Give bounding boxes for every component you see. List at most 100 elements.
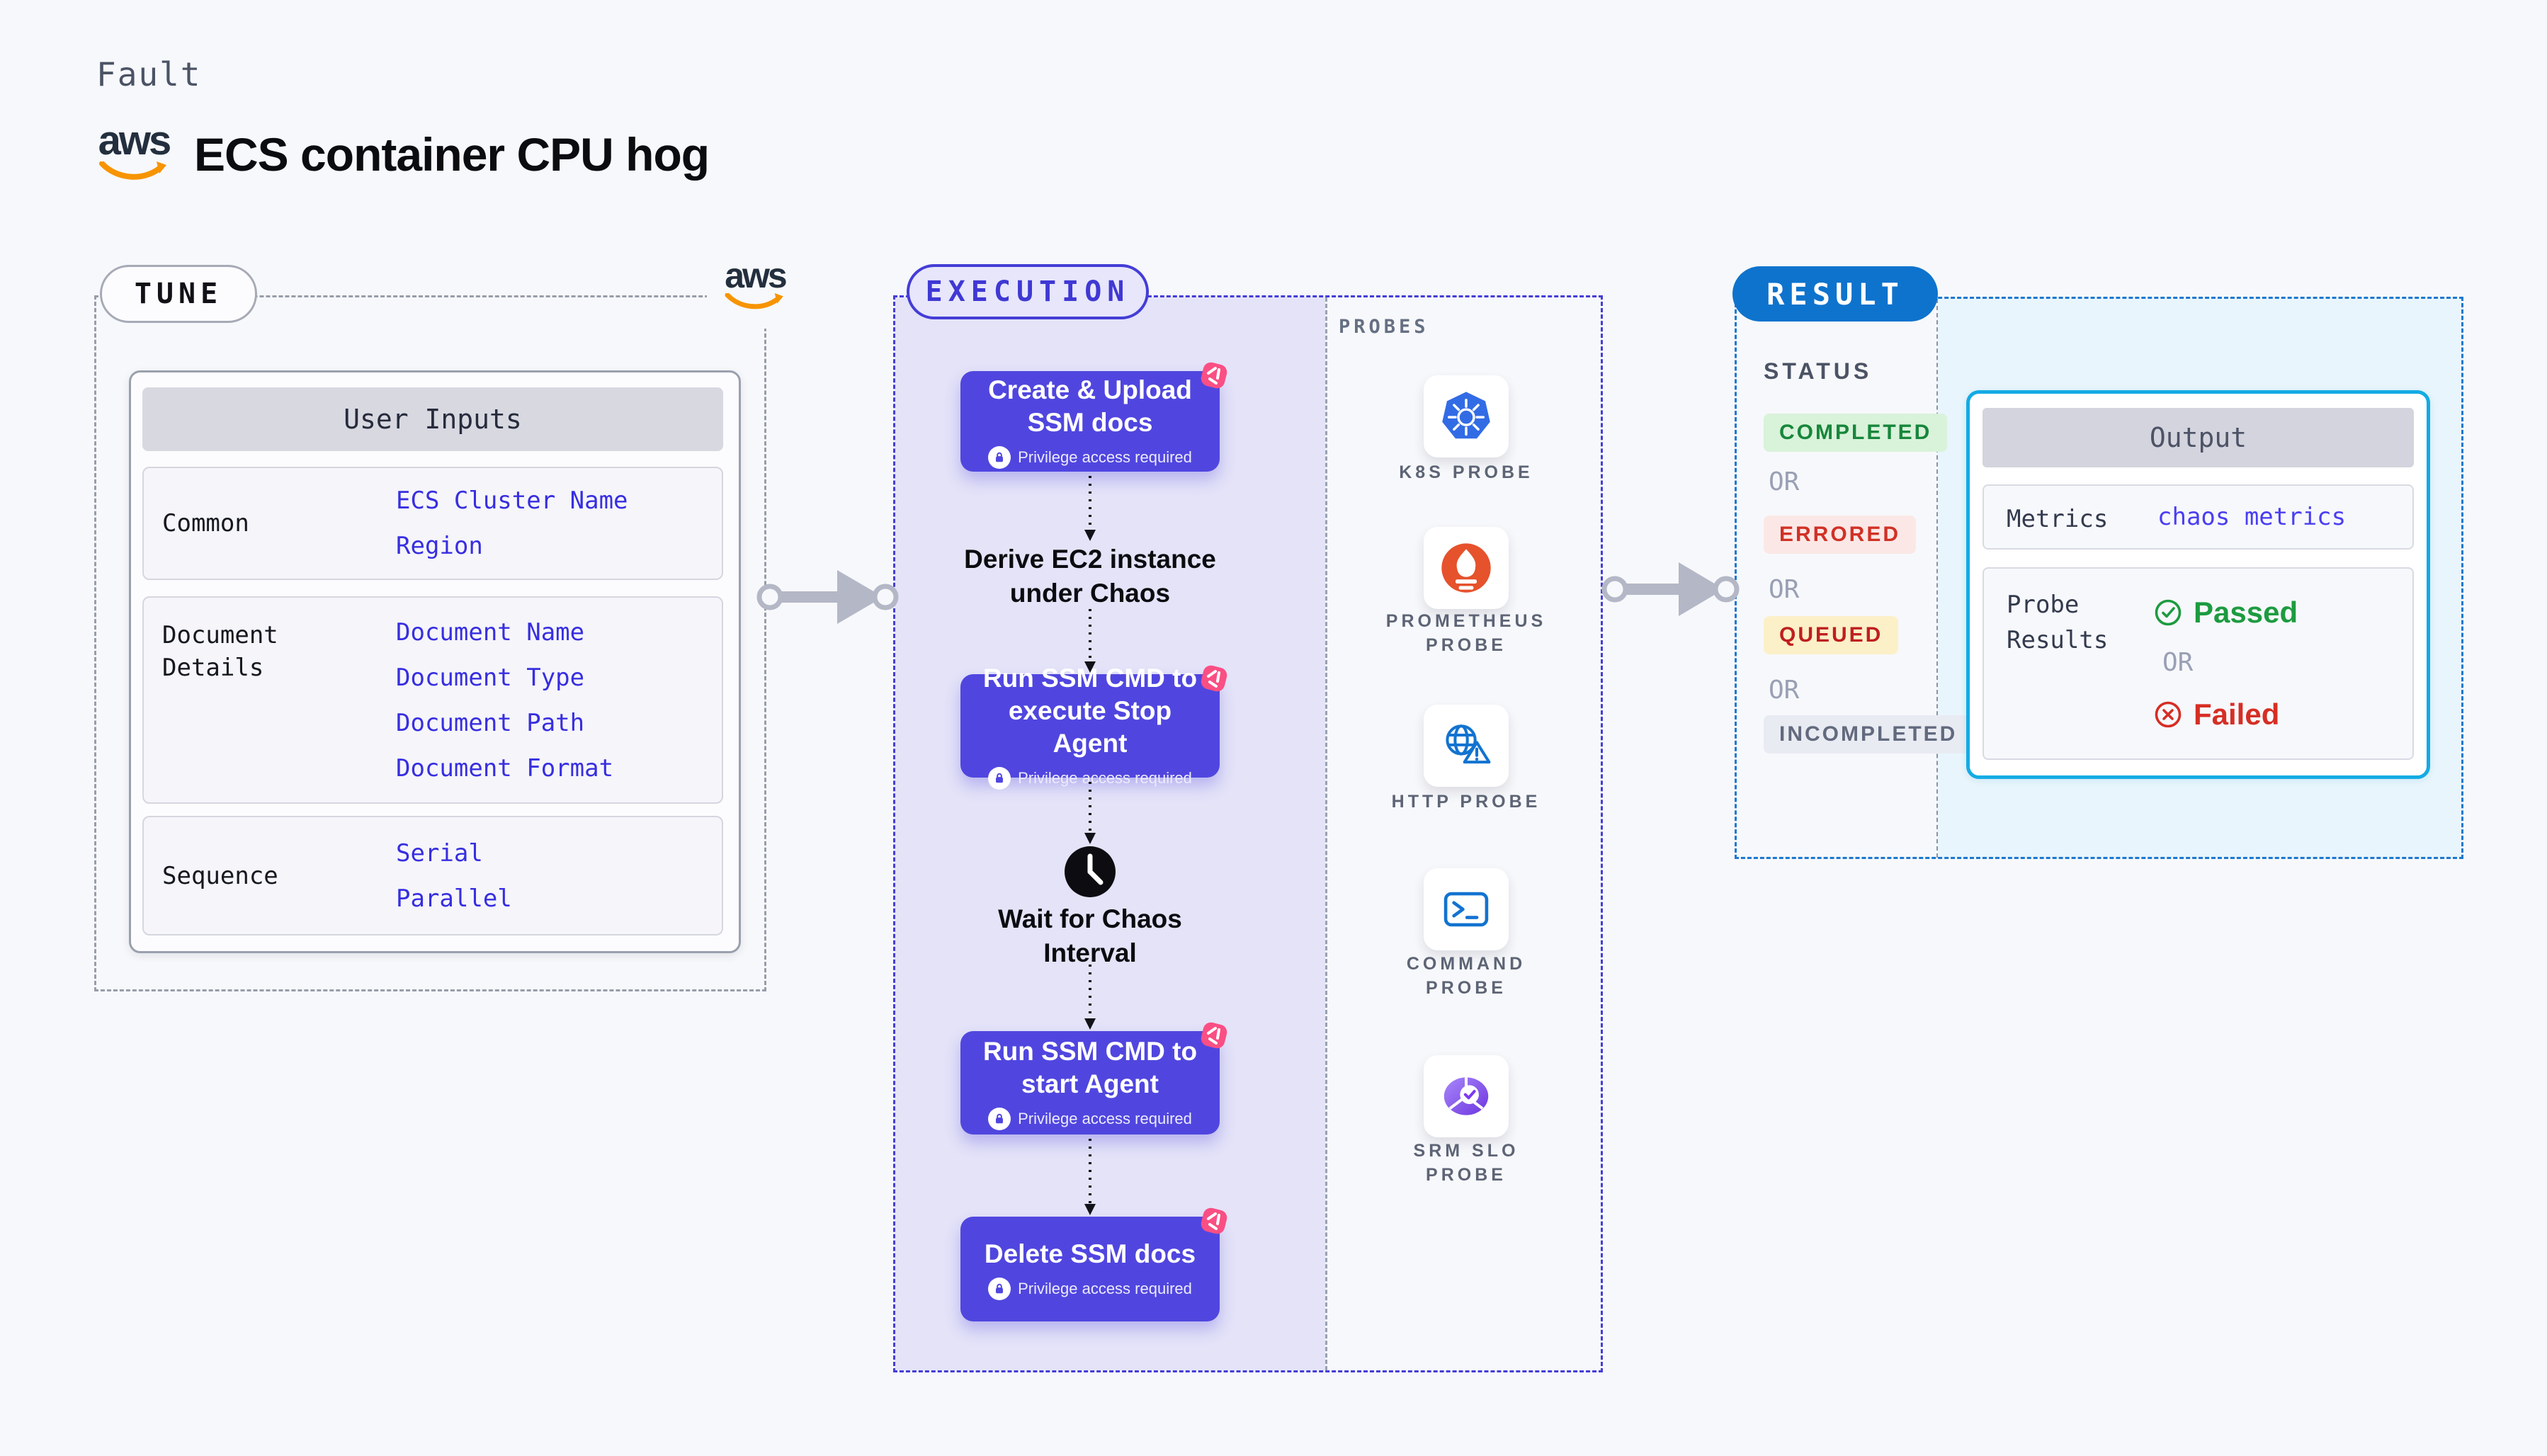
lock-icon <box>988 1108 1011 1130</box>
aws-logo-backdrop <box>707 255 803 329</box>
passed-label: Passed <box>2194 596 2298 629</box>
input-link-serial[interactable]: Serial <box>396 838 483 868</box>
user-inputs-row-sequence: Sequence Serial Parallel <box>142 816 723 935</box>
privilege-row: Privilege access required <box>988 767 1192 790</box>
aws-logo: aws <box>95 120 173 183</box>
or-separator: OR <box>1769 467 1800 496</box>
kubernetes-wheel-icon <box>1442 392 1490 439</box>
globe-warning-icon <box>1446 724 1491 764</box>
probe-result-passed: Passed <box>2154 596 2298 630</box>
page-title: ECS container CPU hog <box>194 128 710 181</box>
aws-smile-icon <box>725 293 783 309</box>
user-inputs-row-common: Common ECS Cluster Name Region <box>142 467 723 580</box>
aws-logo-text: aws <box>725 256 787 295</box>
terminal-icon <box>1443 892 1489 927</box>
privilege-label: Privilege access required <box>1018 769 1192 787</box>
x-circle-icon <box>2155 701 2182 728</box>
input-link-document-path[interactable]: Document Path <box>396 708 585 737</box>
input-link-document-type[interactable]: Document Type <box>396 663 585 692</box>
privilege-label: Privilege access required <box>1018 448 1192 466</box>
input-link-document-format[interactable]: Document Format <box>396 753 614 783</box>
privilege-row: Privilege access required <box>988 1278 1192 1300</box>
lock-icon <box>988 446 1011 469</box>
output-card: Output Metrics chaos metrics Probe Resul… <box>1966 390 2430 779</box>
user-inputs-card: User Inputs Common ECS Cluster Name Regi… <box>129 370 741 953</box>
chaos-sparkle-icon <box>1201 362 1227 389</box>
metrics-label: Metrics <box>2007 505 2109 533</box>
row-label: Document Details <box>162 621 278 682</box>
row-label: Sequence <box>162 861 278 890</box>
user-inputs-header: User Inputs <box>142 387 723 451</box>
fault-label: Fault <box>96 55 202 93</box>
step-title: Delete SSM docs <box>984 1239 1196 1268</box>
probe-card-http <box>1424 705 1509 787</box>
note-wait-for-chaos-interval: Wait for Chaos Interval <box>998 904 1182 967</box>
or-separator: OR <box>1769 575 1800 604</box>
status-column-label: STATUS <box>1764 358 1873 384</box>
step-create-upload-ssm-docs: Create & Upload SSM docs Privilege acces… <box>960 362 1227 472</box>
output-metrics-row: Metrics chaos metrics <box>1982 484 2414 550</box>
row-values: Document Name Document Type Document Pat… <box>396 598 613 802</box>
output-probe-results-row: Probe Results Passed OR Failed <box>1982 567 2414 760</box>
input-link-document-name[interactable]: Document Name <box>396 618 585 647</box>
row-values: ECS Cluster Name Region <box>396 468 628 579</box>
step-run-ssm-cmd-start-agent: Run SSM CMD to start Agent Privilege acc… <box>960 1022 1227 1134</box>
tune-badge: TUNE <box>100 265 257 323</box>
step-title: Run SSM CMD to start Agent <box>982 1037 1198 1098</box>
privilege-label: Privilege access required <box>1018 1110 1192 1127</box>
probe-label-http: HTTP PROBE <box>1391 792 1541 812</box>
aws-smile-icon <box>99 161 166 180</box>
probe-card-command <box>1424 868 1509 950</box>
failed-label: Failed <box>2194 698 2280 731</box>
result-divider <box>1936 299 1938 858</box>
input-link-region[interactable]: Region <box>396 532 483 560</box>
chaos-sparkle-icon <box>1201 1207 1227 1234</box>
status-badge-errored: ERRORED <box>1764 516 1917 554</box>
row-values: Serial Parallel <box>396 817 512 934</box>
execution-panel-background <box>895 297 1325 1370</box>
status-badge-queued: QUEUED <box>1764 616 1899 654</box>
privilege-row: Privilege access required <box>988 1108 1192 1130</box>
probe-card-prometheus <box>1424 527 1509 609</box>
status-badge-incompleted: INCOMPLETED <box>1764 715 1973 753</box>
slo-donut-check-icon <box>1443 1077 1489 1115</box>
privilege-label: Privilege access required <box>1018 1280 1192 1297</box>
execution-section-box <box>893 295 1603 1372</box>
chaos-metrics-link[interactable]: chaos metrics <box>2157 503 2347 531</box>
probes-divider <box>1325 297 1327 1370</box>
probe-label-k8s: K8S PROBE <box>1399 462 1533 482</box>
probe-card-srm-slo <box>1424 1055 1509 1137</box>
prometheus-flame-icon <box>1441 543 1491 593</box>
result-badge: RESULT <box>1732 266 1938 322</box>
or-separator: OR <box>1769 676 1800 705</box>
note-derive-ec2-instance: Derive EC2 instance under Chaos <box>964 545 1216 608</box>
probe-card-k8s <box>1424 375 1509 457</box>
privilege-row: Privilege access required <box>988 446 1192 469</box>
chaos-sparkle-icon <box>1201 1022 1227 1049</box>
probe-result-failed: Failed <box>2154 698 2279 732</box>
aws-logo-small: aws <box>718 258 792 312</box>
or-separator: OR <box>2162 648 2194 677</box>
probe-label-command: COMMAND PROBE <box>1406 954 1526 998</box>
lock-icon <box>988 767 1011 790</box>
probe-results-label: Probe Results <box>2007 591 2109 654</box>
user-inputs-row-document-details: Document Details Document Name Document … <box>142 596 723 804</box>
step-run-ssm-cmd-stop-agent: Run SSM CMD to execute Stop Agent Privil… <box>960 664 1227 790</box>
step-title: Run SSM CMD to execute Stop Agent <box>982 664 1198 758</box>
step-delete-ssm-docs: Delete SSM docs Privilege access require… <box>960 1207 1227 1321</box>
flow-arrow-execution-to-result <box>1601 562 1740 616</box>
input-link-parallel[interactable]: Parallel <box>396 884 512 913</box>
clock-icon <box>1063 845 1117 899</box>
row-label: Common <box>162 509 249 538</box>
check-circle-icon <box>2155 599 2182 626</box>
input-link-ecs-cluster-name[interactable]: ECS Cluster Name <box>396 487 628 515</box>
probe-label-prometheus: PROMETHEUS PROBE <box>1385 611 1547 655</box>
output-header: Output <box>1982 408 2414 467</box>
status-badge-completed: COMPLETED <box>1764 414 1948 452</box>
execution-badge: EXECUTION <box>907 264 1149 319</box>
probe-label-srm-slo: SRM SLO PROBE <box>1413 1141 1519 1185</box>
flow-arrow-tune-to-execution <box>756 570 899 624</box>
tune-section-box <box>94 295 766 991</box>
chaos-sparkle-icon <box>1201 665 1227 692</box>
step-title: Create & Upload SSM docs <box>988 375 1192 437</box>
